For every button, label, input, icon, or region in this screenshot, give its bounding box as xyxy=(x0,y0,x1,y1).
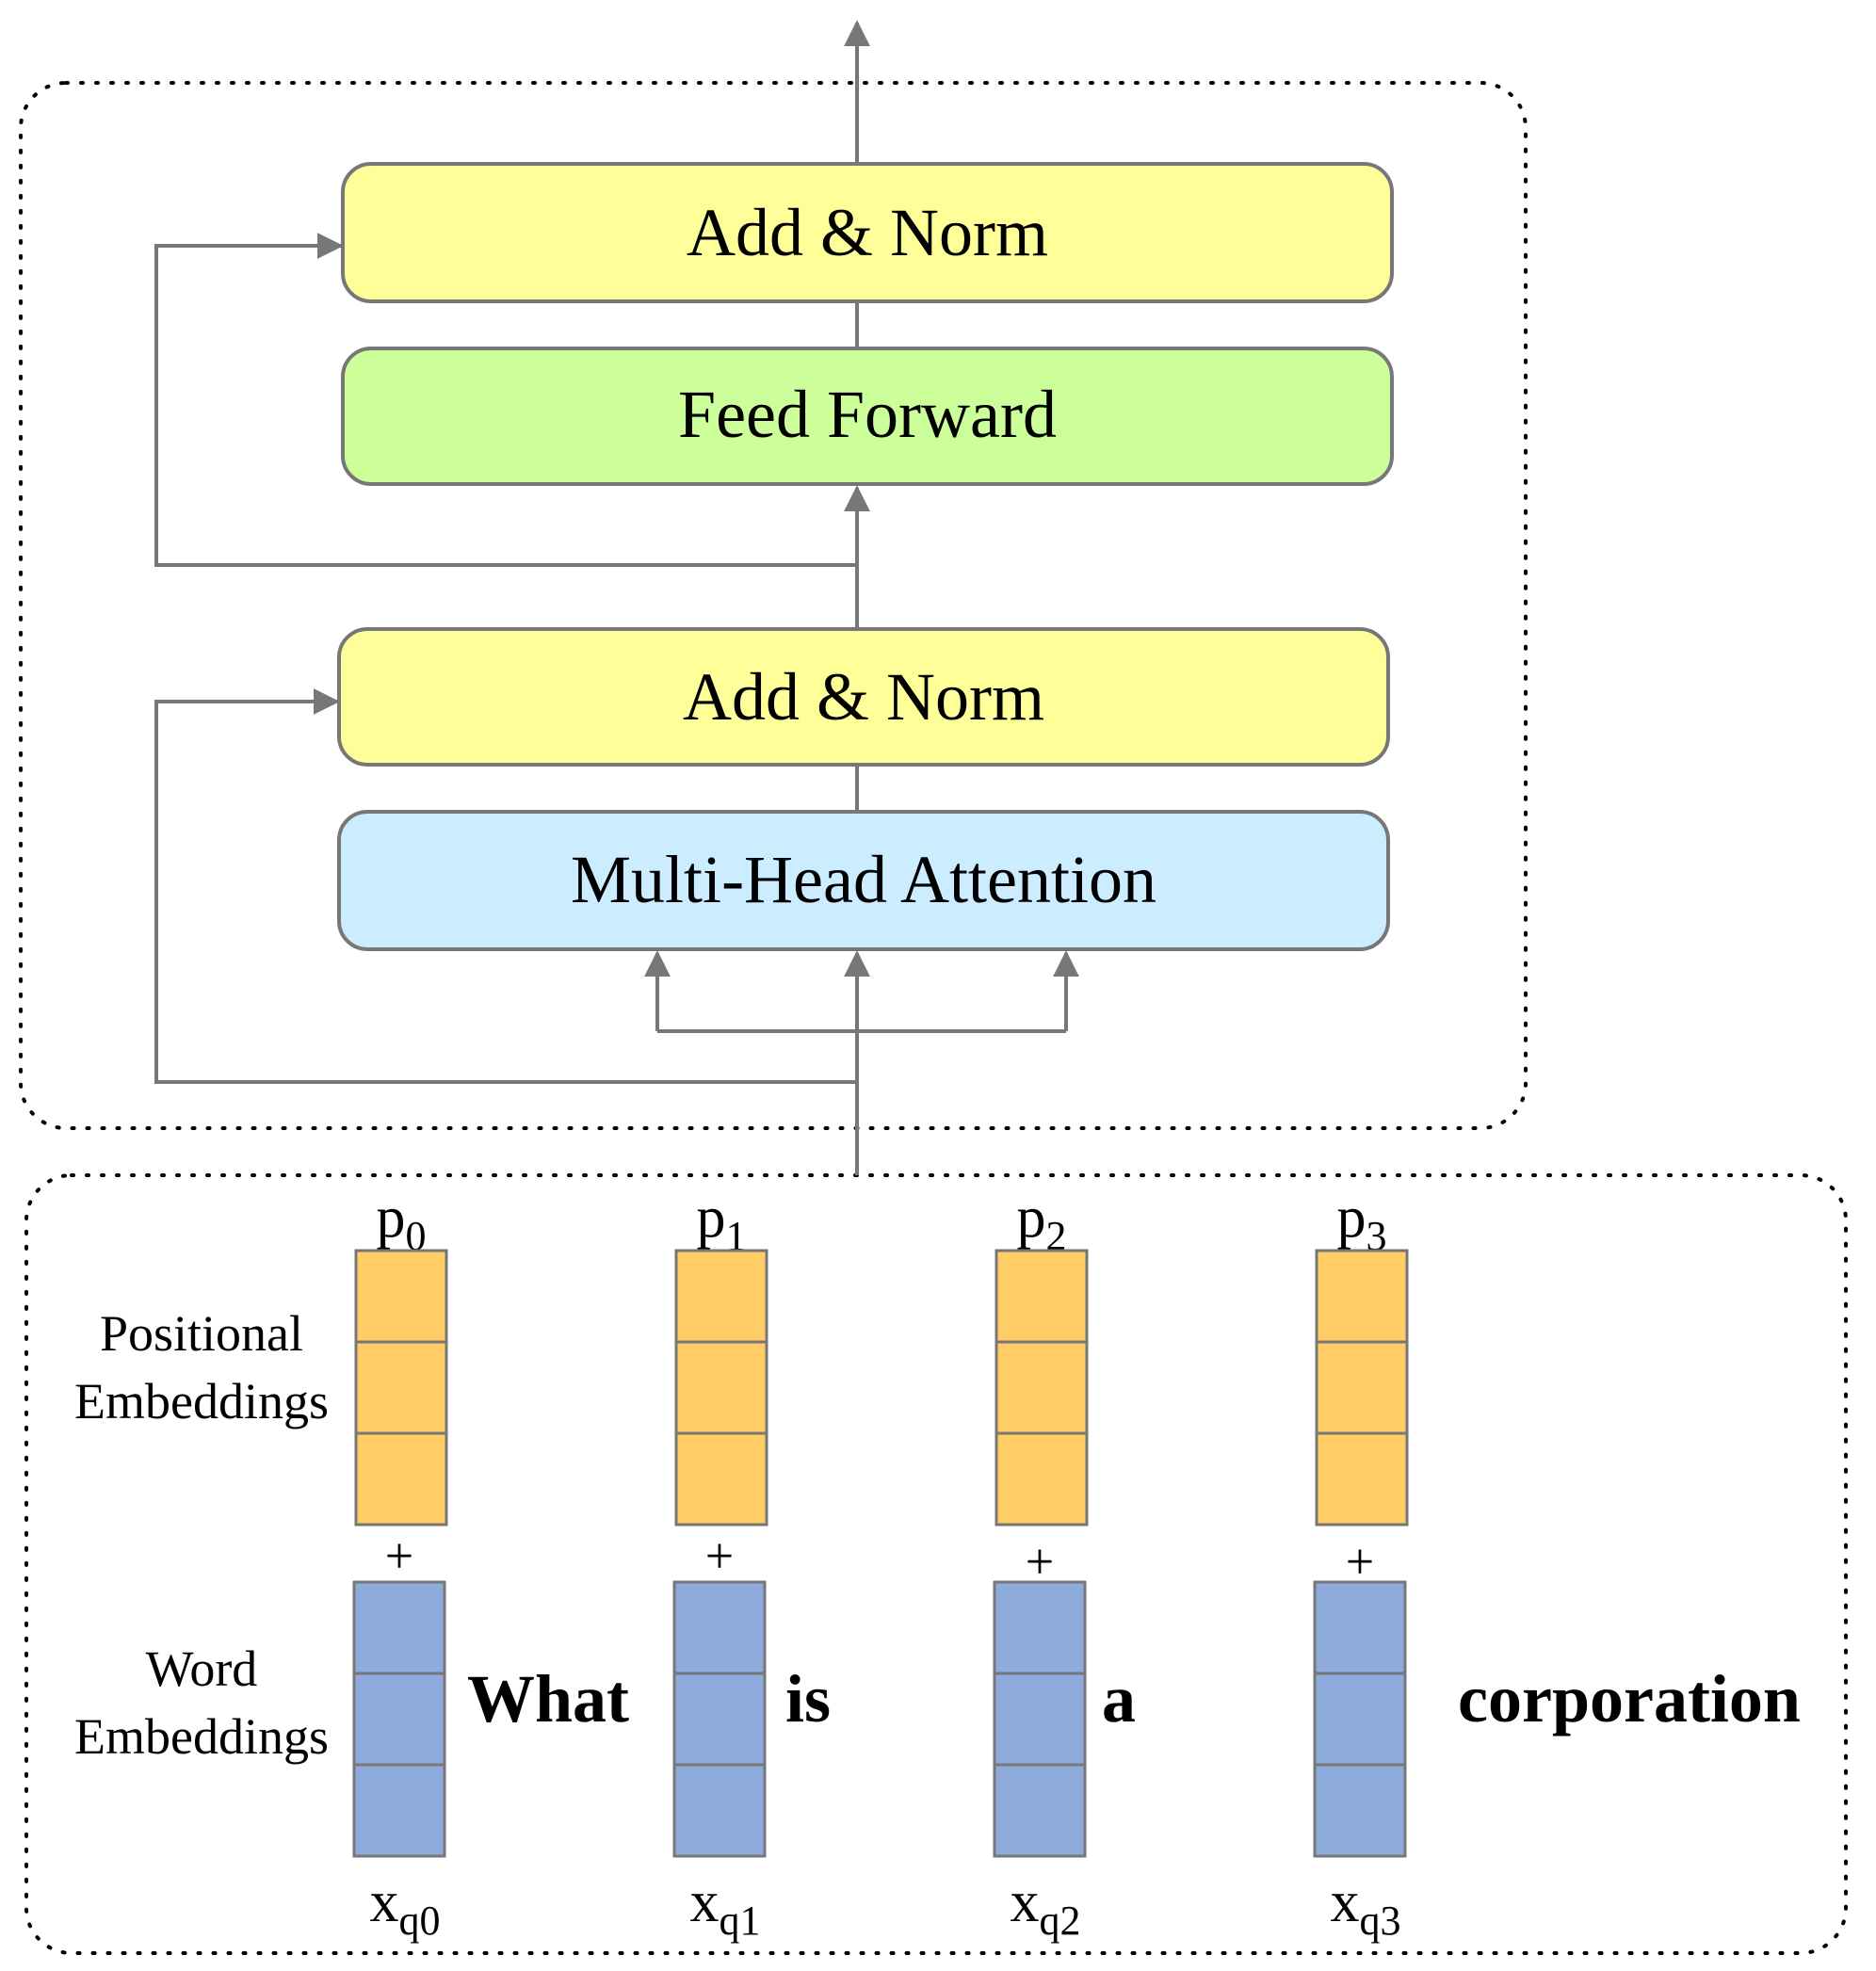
token-symbol-1: xq1 xyxy=(690,1870,761,1944)
token-symbol-2-subscript: q2 xyxy=(1040,1898,1081,1944)
multi-head-attention-label: Multi-Head Attention xyxy=(571,842,1156,917)
word-embedding-cell xyxy=(993,1672,1087,1767)
embedding-block-border xyxy=(24,1173,1848,1955)
positional-embedding-cell xyxy=(1315,1340,1409,1435)
positional-symbol-0: p0 xyxy=(377,1186,427,1259)
positional-embedding-cell xyxy=(674,1431,768,1527)
positional-symbol-0-base: p xyxy=(377,1186,406,1250)
positional-embedding-cell xyxy=(354,1431,448,1527)
word-embedding-cell xyxy=(352,1763,446,1858)
feed-forward-label: Feed Forward xyxy=(678,377,1057,452)
token-symbol-0-subscript: q0 xyxy=(399,1898,441,1944)
add-norm-top-box: Add & Norm xyxy=(341,162,1394,303)
word-embedding-cell xyxy=(993,1580,1087,1675)
add-norm-top-label: Add & Norm xyxy=(687,195,1048,270)
positional-embedding-cell xyxy=(1315,1431,1409,1527)
word-token-0: What xyxy=(467,1661,629,1737)
positional-embedding-cell xyxy=(354,1249,448,1344)
plus-sign: + xyxy=(1026,1533,1054,1590)
positional-embedding-cell xyxy=(674,1340,768,1435)
positional-embedding-cell xyxy=(354,1340,448,1435)
plus-sign: + xyxy=(1346,1533,1374,1590)
add-norm-bottom-box: Add & Norm xyxy=(337,627,1390,767)
connection-lines xyxy=(154,20,1079,1175)
token-symbol-0-base: x xyxy=(370,1870,399,1934)
positional-symbol-2-base: p xyxy=(1017,1186,1046,1250)
word-embedding-cell xyxy=(672,1763,767,1858)
word-token-2: a xyxy=(1102,1661,1136,1737)
positional-embeddings-label-line1: Positional xyxy=(100,1305,303,1362)
positional-embedding-cell xyxy=(995,1431,1089,1527)
positional-symbol-3-base: p xyxy=(1337,1186,1367,1250)
add-norm-bottom-label: Add & Norm xyxy=(683,659,1044,735)
positional-embeddings-label-line2: Embeddings xyxy=(74,1373,329,1430)
positional-embedding-cell xyxy=(995,1249,1089,1344)
encoder-block-border xyxy=(19,81,1528,1130)
word-embedding-cell xyxy=(1313,1763,1407,1858)
embedding-columns: p0+xq0Whatp1+xq1isp2+xq2ap3+xq3corporati… xyxy=(352,1186,1801,1944)
token-symbol-1-subscript: q1 xyxy=(720,1898,761,1944)
token-symbol-1-base: x xyxy=(690,1870,720,1934)
positional-symbol-1-base: p xyxy=(697,1186,726,1250)
word-embedding-cell xyxy=(1313,1580,1407,1675)
positional-symbol-1-subscript: 1 xyxy=(726,1213,747,1259)
positional-symbol-3: p3 xyxy=(1337,1186,1387,1259)
word-token-3: corporation xyxy=(1458,1661,1801,1737)
word-embedding-cell xyxy=(352,1672,446,1767)
positional-symbol-1: p1 xyxy=(697,1186,747,1259)
word-embedding-cell xyxy=(1313,1672,1407,1767)
word-embedding-cell xyxy=(672,1580,767,1675)
token-symbol-3-subscript: q3 xyxy=(1360,1898,1401,1944)
token-symbol-3-base: x xyxy=(1331,1870,1360,1934)
positional-embedding-cell xyxy=(1315,1249,1409,1344)
positional-symbol-0-subscript: 0 xyxy=(406,1213,427,1259)
positional-embedding-cell xyxy=(674,1249,768,1344)
feed-forward-box: Feed Forward xyxy=(341,347,1394,486)
positional-symbol-2-subscript: 2 xyxy=(1046,1213,1067,1259)
word-embedding-cell xyxy=(352,1580,446,1675)
positional-embedding-cell xyxy=(995,1340,1089,1435)
positional-symbol-3-subscript: 3 xyxy=(1367,1213,1387,1259)
word-token-1: is xyxy=(785,1661,831,1737)
token-symbol-2-base: x xyxy=(1011,1870,1040,1934)
positional-symbol-2: p2 xyxy=(1017,1186,1067,1259)
word-embedding-cell xyxy=(993,1763,1087,1858)
token-symbol-3: xq3 xyxy=(1331,1870,1401,1944)
token-symbol-0: xq0 xyxy=(370,1870,441,1944)
plus-sign: + xyxy=(705,1527,734,1584)
word-embeddings-label-line2: Embeddings xyxy=(74,1708,329,1765)
token-symbol-2: xq2 xyxy=(1011,1870,1081,1944)
multi-head-attention-box: Multi-Head Attention xyxy=(337,810,1390,951)
word-embeddings-label-line1: Word xyxy=(146,1640,258,1697)
word-embedding-cell xyxy=(672,1672,767,1767)
plus-sign: + xyxy=(385,1527,413,1584)
